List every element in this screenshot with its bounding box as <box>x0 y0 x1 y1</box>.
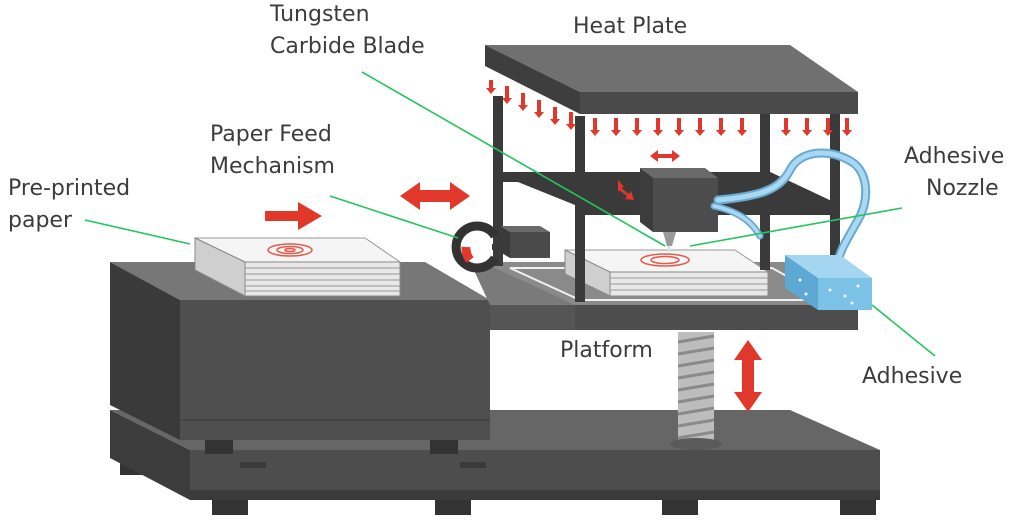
magnet-icon <box>451 221 499 273</box>
label-adhesive: Adhesive <box>862 364 963 389</box>
platform-screw <box>670 332 722 450</box>
heat-plate <box>485 45 858 114</box>
label-preprinted-line1: Pre-printed <box>8 176 131 201</box>
label-heat-plate: Heat Plate <box>573 14 688 39</box>
carriage-arrows-icon <box>618 150 680 200</box>
blade-carriage <box>640 168 718 252</box>
heat-arrows-icon <box>486 80 852 136</box>
adhesive-tube-icon <box>710 148 871 267</box>
label-platform: Platform <box>560 338 653 363</box>
leader-lines <box>84 71 936 357</box>
preprinted-paper-stack <box>194 237 402 297</box>
label-tungsten-line2: Carbide Blade <box>270 34 425 59</box>
label-nozzle-line1: Adhesive <box>904 144 1005 169</box>
platform-paper-stack <box>564 249 770 297</box>
label-paper-feed-line1: Paper Feed <box>210 122 332 147</box>
label-tungsten-line1: Tungsten <box>270 2 370 27</box>
label-nozzle-line2: Nozzle <box>926 176 999 201</box>
paper-feed-motor <box>492 226 550 258</box>
label-preprinted-line2: paper <box>8 208 72 233</box>
adhesive-tank <box>785 255 872 310</box>
red-arrow-icon <box>265 182 762 412</box>
label-paper-feed-line2: Mechanism <box>210 154 335 179</box>
